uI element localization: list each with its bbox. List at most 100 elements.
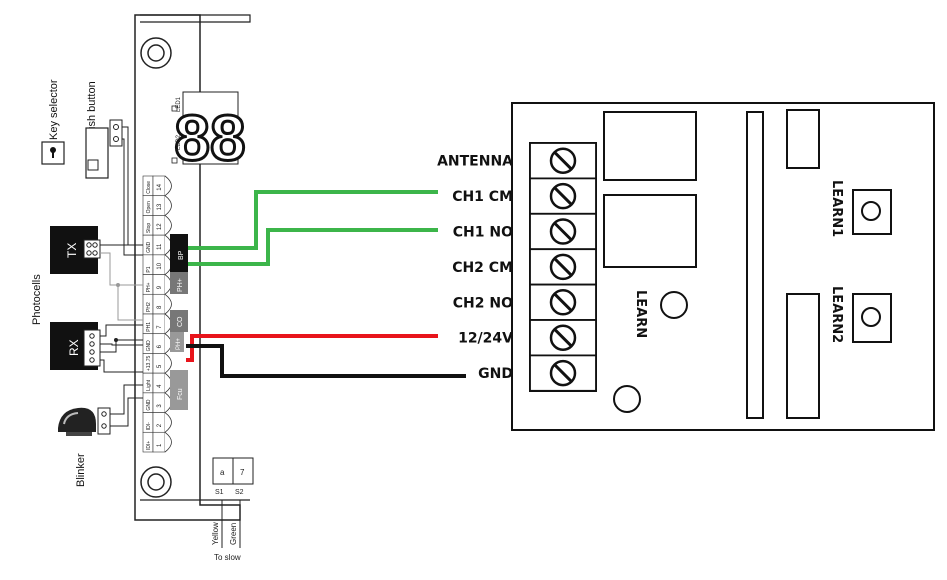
- terminal-6: GND 6: [142, 333, 172, 354]
- wiring: [186, 190, 466, 378]
- terminal-number: 9: [157, 285, 163, 289]
- key-selector: Key selector: [41, 79, 65, 165]
- terminal-11: GND 11: [142, 234, 172, 256]
- terminal-number: 6: [157, 344, 163, 348]
- receiver-terminal-label: CH2 NO: [453, 295, 513, 311]
- photocells-label: Photocells: [31, 274, 43, 325]
- screw-terminal: [529, 319, 597, 357]
- co-block: CO: [170, 310, 188, 332]
- receiver-terminal-label: 12/24V: [458, 331, 513, 347]
- terminal-5: +13.75 5: [142, 353, 172, 374]
- push-button-label: Push button: [86, 81, 98, 140]
- terminal-label: IDI-: [146, 422, 152, 430]
- terminal-label: PH+: [146, 282, 152, 292]
- led2-label: LED2: [176, 134, 182, 150]
- rx-photocell: RX: [50, 322, 101, 370]
- mounting-hole-top: [140, 37, 172, 69]
- terminal-number: 14: [157, 183, 163, 190]
- keyhole-icon: [50, 147, 56, 158]
- terminal-number: 7: [157, 325, 163, 329]
- led1-label: LED1: [176, 96, 182, 112]
- terminal-label: GND: [146, 340, 152, 352]
- terminal-3: GND 3: [142, 392, 172, 413]
- terminal-14: Close 14: [142, 175, 172, 197]
- terminal-label: PH2: [146, 302, 152, 312]
- terminal-label: Close: [146, 181, 152, 194]
- learn1-label: LEARN1: [829, 180, 844, 237]
- antenna-strip: [746, 111, 764, 419]
- aux-terminal-7: 7: [240, 468, 245, 477]
- terminal-label: GND: [146, 241, 152, 253]
- terminal-label: Light: [146, 379, 152, 390]
- screw-terminal: [529, 283, 597, 321]
- photocell-wires: [100, 244, 143, 373]
- display-digits: 88: [174, 102, 245, 174]
- receiver-terminal-label: GND: [478, 366, 513, 382]
- terminal-number: 1: [157, 443, 163, 447]
- ph-plus-label: PH+: [177, 278, 184, 292]
- terminal-number: 13: [157, 203, 163, 210]
- terminal-number: 3: [157, 404, 163, 408]
- rx-label: RX: [67, 339, 81, 356]
- screw-terminal: [529, 248, 597, 286]
- blinker-lamp-icon: [58, 407, 96, 436]
- receiver-terminal-label: CH1 CM: [452, 189, 513, 205]
- terminal-1: IDI+ 1: [142, 431, 172, 453]
- learn2-button[interactable]: LEARN2: [829, 286, 892, 343]
- wire-label-yellow: Yellow: [211, 522, 220, 545]
- terminal-label: +13.75: [146, 355, 152, 371]
- relay-2: [603, 194, 697, 268]
- terminal-label: GND: [146, 399, 152, 411]
- aux-terminal-a: a: [220, 468, 225, 477]
- co-label: CO: [177, 316, 184, 327]
- ph-plus-block: PH+: [170, 272, 188, 294]
- terminal-9: PH+ 9: [142, 274, 172, 295]
- wire-ch1-no: [188, 228, 438, 266]
- terminal-label: PH1: [146, 322, 152, 332]
- ph-plus-label-2: PH+: [176, 338, 182, 350]
- receiver-terminal-label: CH1 NO: [453, 225, 513, 241]
- bp-label: BP: [178, 250, 185, 260]
- ph-plus-block-2: PH+: [170, 332, 184, 352]
- wire-ch1-cm: [188, 190, 438, 250]
- tx-label: TX: [65, 243, 79, 258]
- learn-label: LEARN: [633, 290, 648, 338]
- aux-terminal: a 7 S1 S2 Yellow Green To slow: [211, 457, 254, 562]
- terminal-number: 4: [157, 384, 163, 388]
- terminal-label: Open: [146, 201, 152, 213]
- screw-terminal: [529, 177, 597, 215]
- receiver-terminal-label: ANTENNA: [437, 154, 513, 170]
- terminal-4: Light 4: [142, 372, 172, 394]
- wire-gnd: [186, 344, 466, 378]
- key-selector-label: Key selector: [48, 79, 60, 140]
- blinker-label: Blinker: [75, 453, 87, 487]
- terminal-number: 2: [157, 423, 163, 427]
- terminal-number: 12: [157, 223, 163, 230]
- terminal-number: 11: [157, 243, 163, 250]
- terminal-7: PH1 7: [142, 313, 172, 335]
- terminal-number: 5: [157, 364, 163, 368]
- learn1-button[interactable]: LEARN1: [829, 180, 892, 237]
- receiver-terminal-block: [529, 142, 597, 392]
- screw-terminal: [529, 212, 597, 251]
- to-slow-label: To slow: [214, 553, 241, 562]
- fcu-label: Fcu: [177, 388, 184, 400]
- mounting-hole: [613, 385, 641, 413]
- screw-terminal: [529, 142, 597, 180]
- terminal-2: IDI- 2: [142, 412, 172, 433]
- aux-label-s2: S2: [235, 489, 244, 496]
- terminal-label: IDI+: [146, 441, 152, 450]
- seven-segment-display: 88 LED1 LED2: [171, 91, 247, 176]
- aux-label-s1: S1: [215, 489, 224, 496]
- terminal-number: 10: [157, 262, 163, 269]
- tx-photocell: TX: [50, 226, 101, 274]
- push-button: Push button: [85, 81, 143, 256]
- component-bottom: [786, 293, 820, 419]
